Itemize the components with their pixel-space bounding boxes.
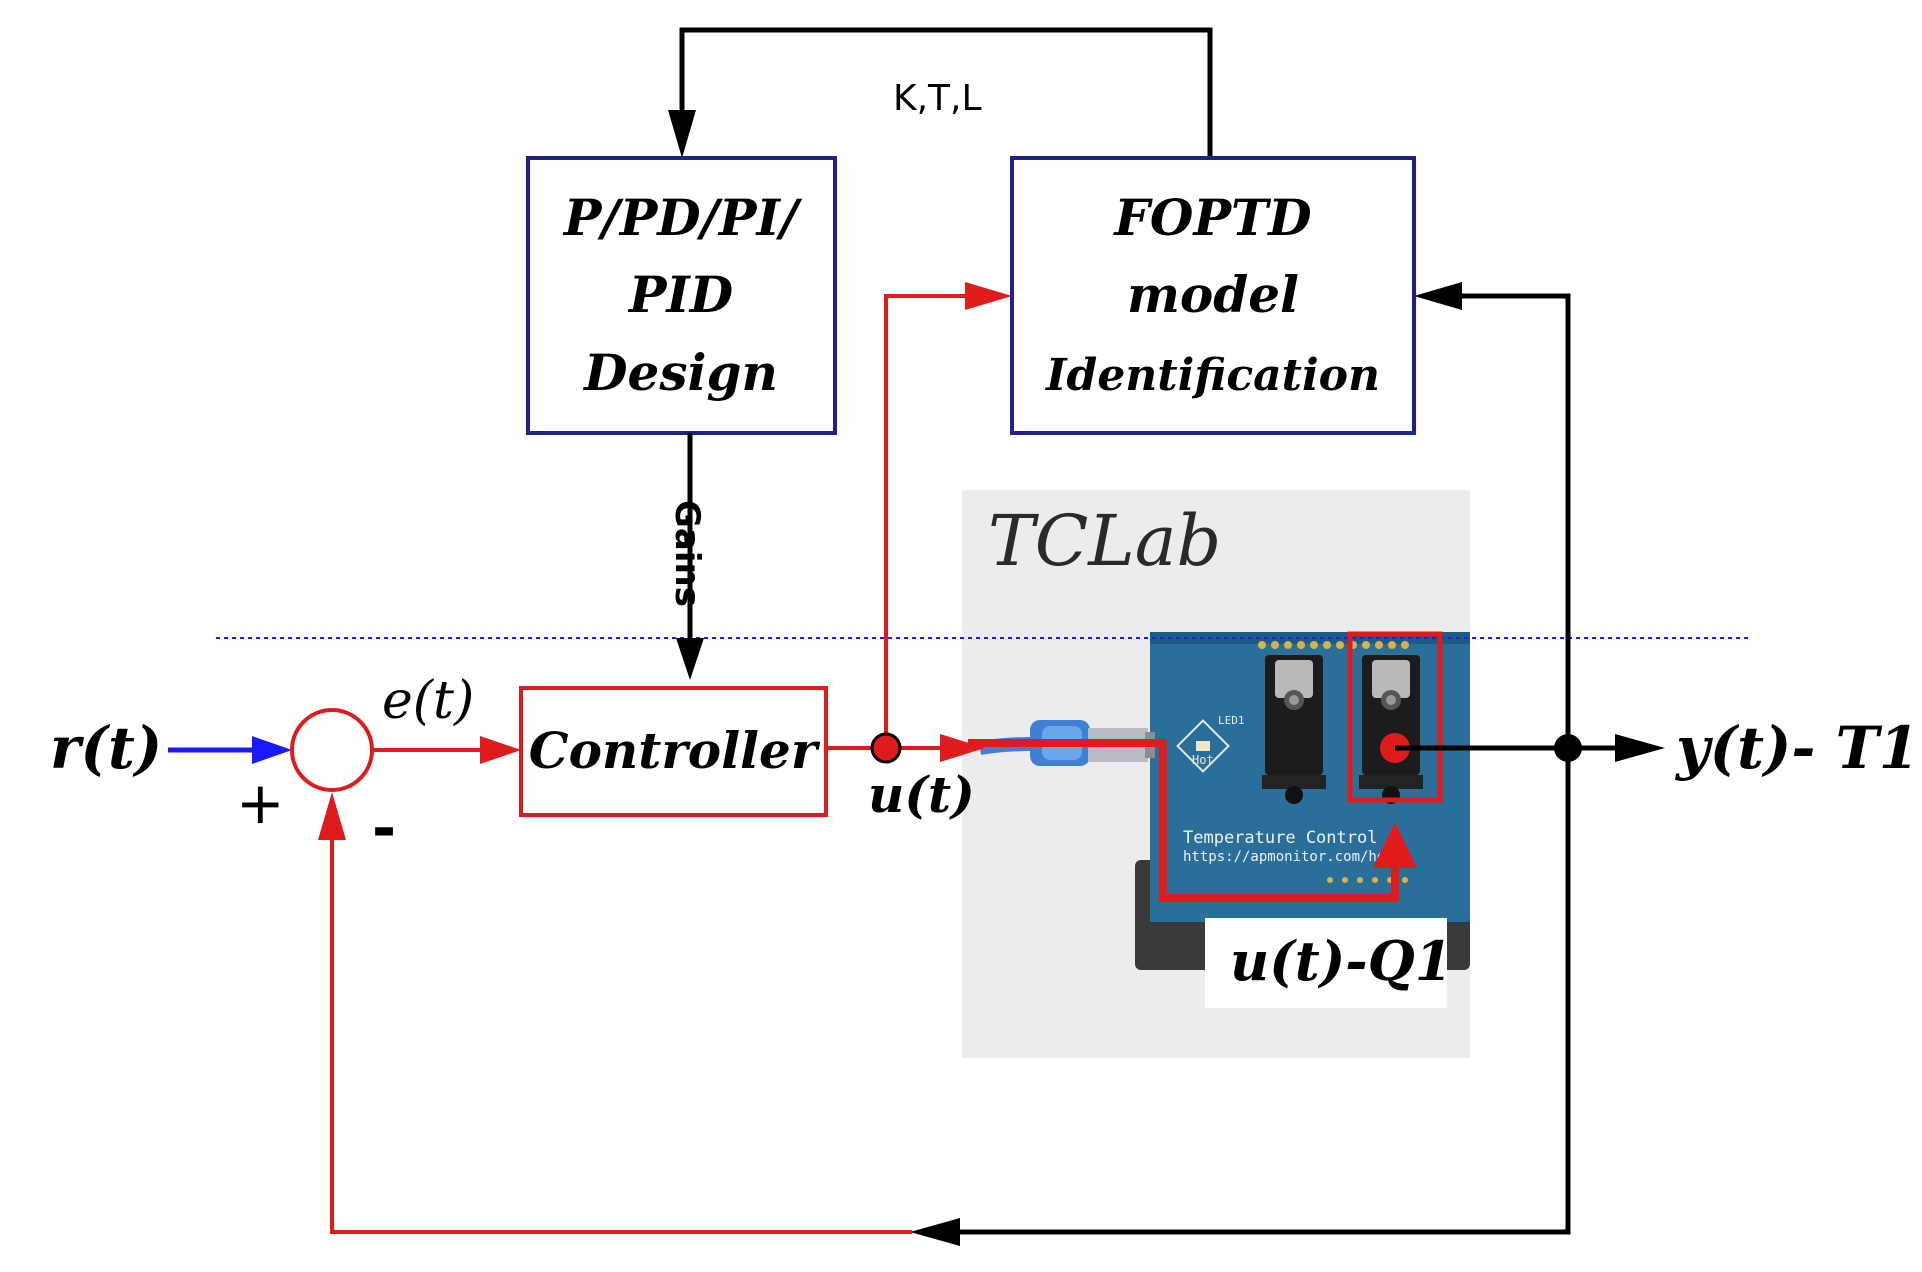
design-line-1: P/PD/PI/ (562, 188, 803, 247)
heater-label-box (1205, 918, 1447, 1008)
heater-transistor-1 (1359, 655, 1423, 804)
summing-junction (290, 708, 374, 792)
design-line-3: Design (582, 343, 778, 402)
heater-signal-path (968, 631, 1443, 902)
board-text-line2: https://apmonitor.com/heat (1183, 849, 1402, 865)
error-arrow (372, 736, 521, 764)
design-block (526, 156, 837, 435)
feedback-return-path (318, 792, 912, 1234)
controller-label: Controller (529, 721, 821, 780)
gains-path (676, 433, 704, 680)
plus-sign: + (236, 769, 285, 837)
identification-line-1: FOPTD (1112, 188, 1311, 247)
heater-transistor-2 (1262, 655, 1326, 804)
board-hot-label: Hot (1192, 753, 1214, 767)
control-label: u(t) (868, 765, 975, 824)
controller-block (519, 686, 828, 817)
output-branch-node (1554, 734, 1582, 762)
board-led-label: LED1 (1218, 714, 1245, 727)
minus-sign: - (372, 794, 396, 862)
identification-line-2: model (1127, 265, 1299, 324)
led-icon (1176, 719, 1230, 773)
heater-label: u(t)-Q1 (1230, 929, 1452, 993)
tclab-photo: LED1 Hot Temperature Control https://apm… (962, 490, 1470, 1058)
error-label: e(t) (382, 671, 474, 731)
gains-label: Gains (667, 500, 707, 607)
reference-label: r(t) (50, 714, 162, 782)
board-text-line1: Temperature Control (1183, 828, 1377, 848)
identification-block (1010, 156, 1416, 435)
identification-line-3: Identification (1044, 350, 1380, 401)
output-label: y(t)- T1 (1674, 714, 1919, 782)
output-path (910, 282, 1665, 1246)
param-feedback-path (668, 27, 1213, 158)
param-label: K,T,L (893, 78, 982, 119)
tclab-title: TCLab (988, 500, 1221, 582)
design-line-2: PID (627, 265, 733, 324)
reference-arrow (168, 736, 292, 764)
control-branch-node (870, 732, 902, 764)
